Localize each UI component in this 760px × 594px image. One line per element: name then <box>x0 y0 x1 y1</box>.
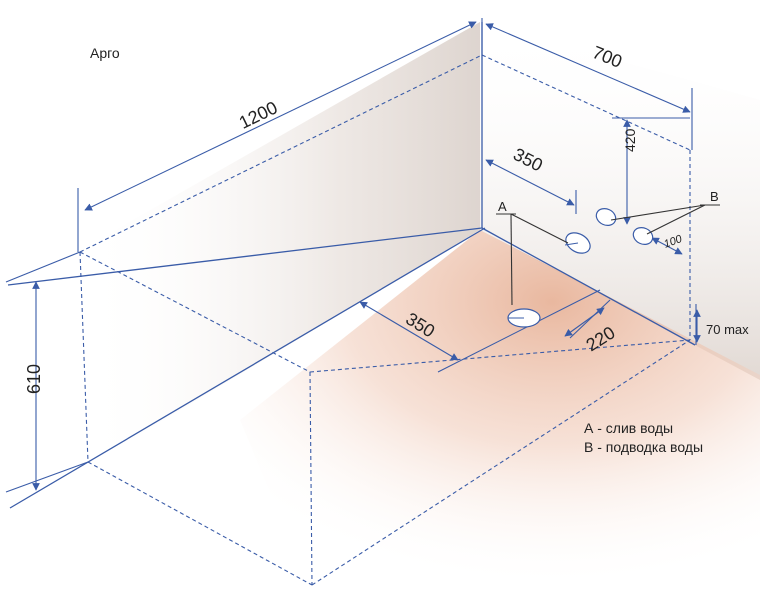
front-left-vertical-edge <box>79 251 89 463</box>
leader-lines <box>496 204 720 306</box>
legend-drain: А - слив воды <box>584 420 673 436</box>
dim-floor-350-line <box>359 301 459 361</box>
dim-100-line <box>651 237 683 255</box>
dim-wall-350-line <box>485 159 575 206</box>
supply-hole-1 <box>595 208 617 226</box>
front-top-edge <box>9 227 486 509</box>
label-height: 610 <box>24 364 44 394</box>
back-wall-floor-edge <box>481 227 696 346</box>
marker-a: A <box>498 199 507 214</box>
model-title: Арго <box>90 45 120 61</box>
dim-length-line <box>84 21 477 211</box>
top-front-short-edge <box>309 339 691 373</box>
label-length: 1200 <box>236 97 281 133</box>
bottom-right-edge <box>311 339 691 586</box>
marker-b: B <box>710 189 719 204</box>
bottom-front-edge <box>87 461 313 586</box>
bathtub-outline <box>7 22 696 586</box>
legend-supply: В - подводка воды <box>584 439 703 455</box>
top-front-long-edge <box>79 251 311 373</box>
left-wall-floor-edge <box>7 227 483 286</box>
dim-width-line <box>485 23 691 113</box>
front-right-vertical-edge <box>309 371 313 586</box>
dim-220-line <box>564 307 605 337</box>
label-70-max: 70 max <box>706 322 749 337</box>
supply-hole-2 <box>632 227 654 245</box>
label-420: 420 <box>622 128 638 152</box>
fixtures <box>507 208 654 328</box>
dimension-lines <box>5 18 701 493</box>
